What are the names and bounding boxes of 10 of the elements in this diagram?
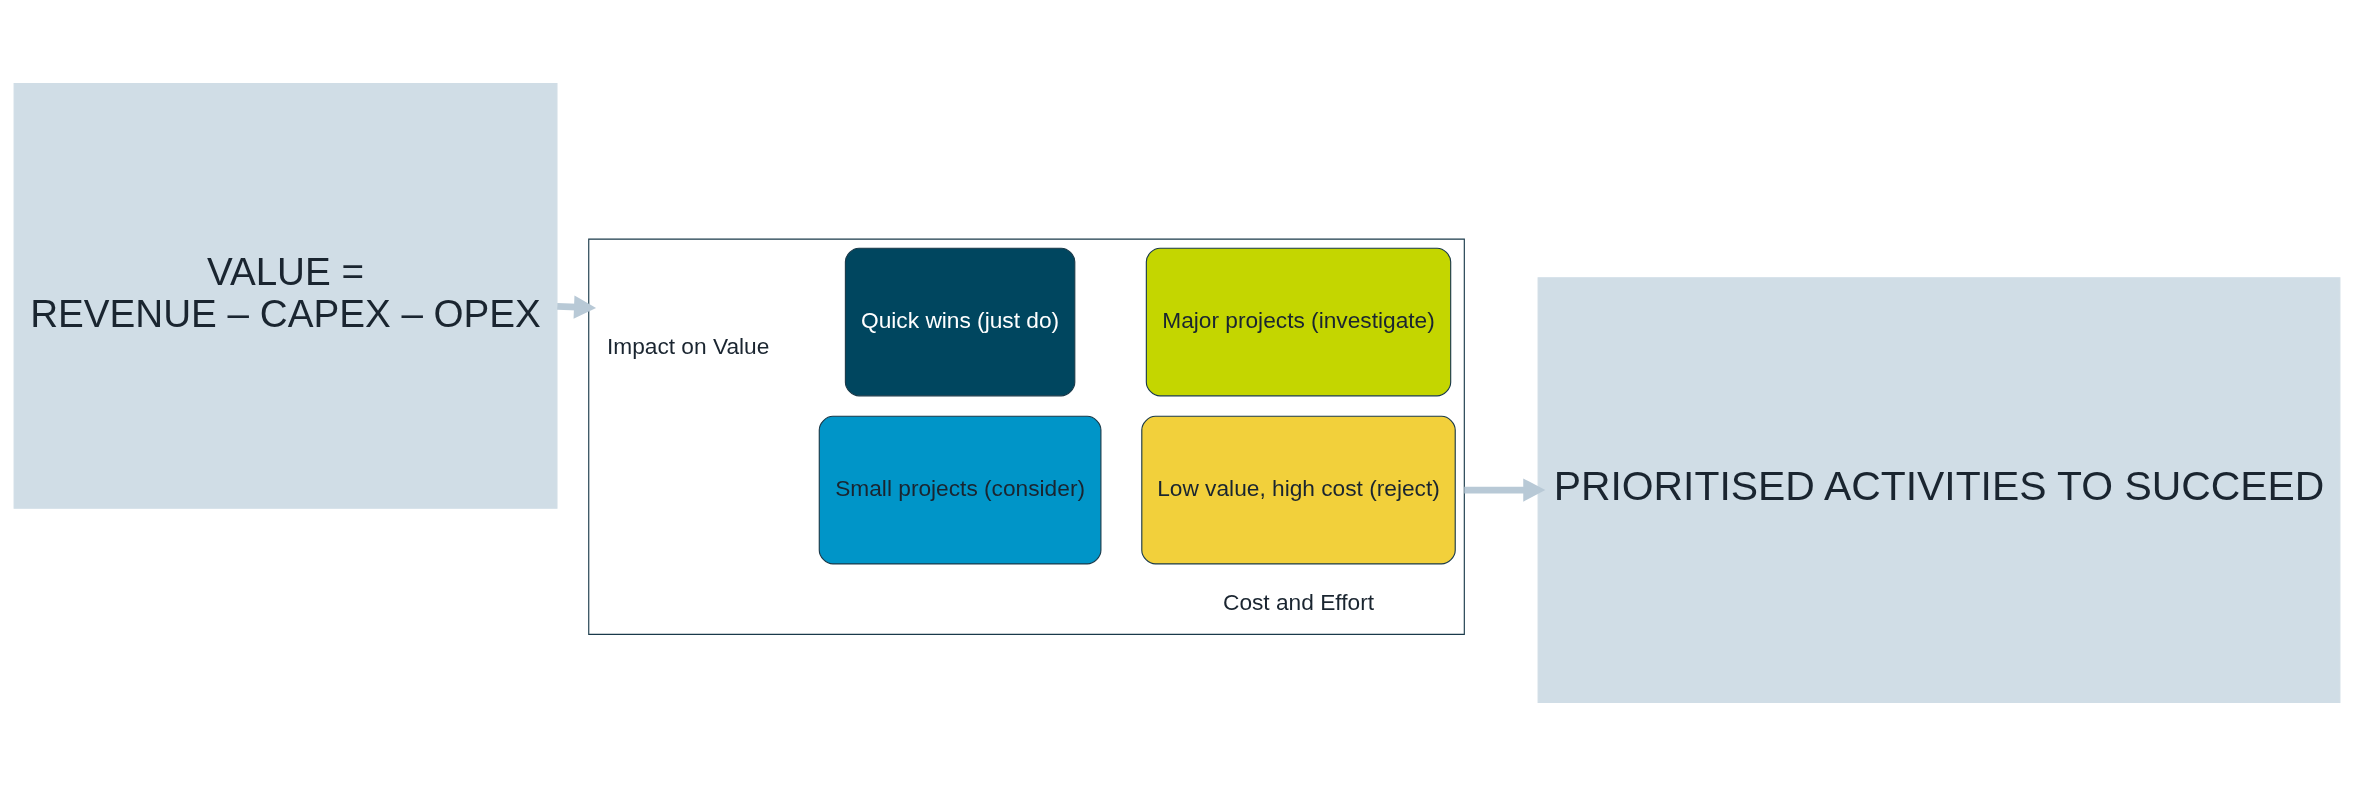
label: Impact on Value bbox=[606, 332, 770, 359]
node-box: Small projects (consider) bbox=[818, 415, 1102, 565]
node-box: Low value, high cost (reject) bbox=[1141, 415, 1456, 565]
node-box: PRIORITISED ACTIVITIES TO SUCCEED bbox=[1537, 277, 2341, 704]
cluster bbox=[588, 238, 1465, 635]
node-box: VALUE = REVENUE – CAPEX – OPEX bbox=[13, 82, 558, 509]
node-box: Quick wins (just do) bbox=[844, 247, 1076, 397]
node-box: Major projects (investigate) bbox=[1145, 247, 1452, 397]
arrow bbox=[557, 295, 597, 319]
label: Cost and Effort bbox=[1223, 589, 1375, 616]
